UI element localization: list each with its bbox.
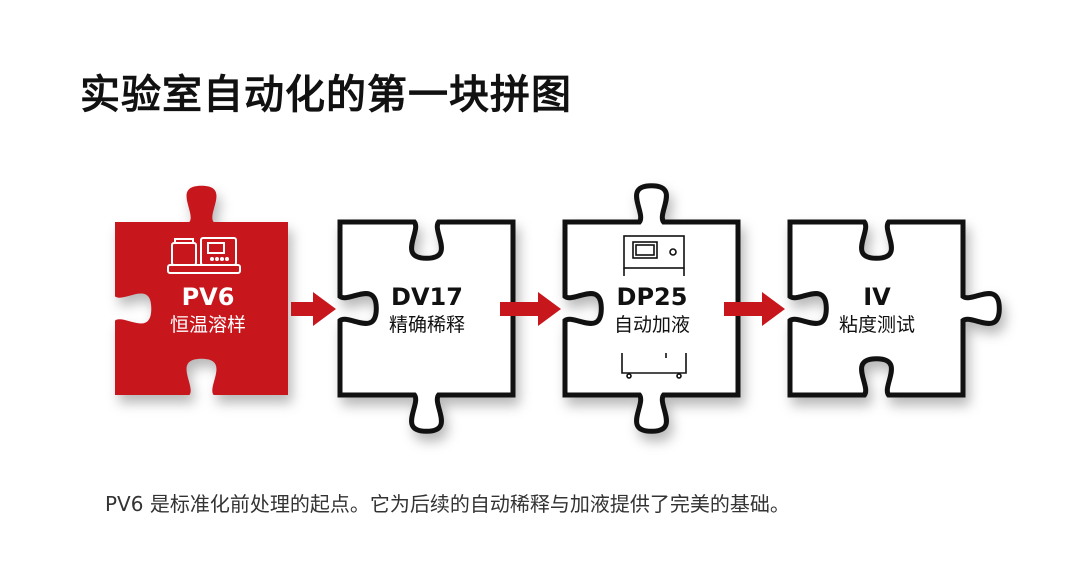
puzzle-piece-dp25 xyxy=(562,183,741,434)
dissolver-instrument-icon xyxy=(167,237,241,274)
puzzle-piece-pv6 xyxy=(115,185,288,395)
puzzle-piece-iv xyxy=(787,219,1002,398)
piece-label-dv17: DV17 精确稀释 xyxy=(337,282,517,338)
piece-code: DP25 xyxy=(616,283,688,311)
piece-code: PV6 xyxy=(181,283,235,311)
piece-code: DV17 xyxy=(391,283,463,311)
piece-label-dp25: DP25 自动加液 xyxy=(562,282,742,338)
piece-name: 精确稀释 xyxy=(388,314,465,336)
puzzle-piece-dv17 xyxy=(337,219,516,434)
dispenser-instrument-icon xyxy=(621,235,687,379)
piece-label-pv6: PV6 恒温溶样 xyxy=(118,282,298,338)
arrow-icon xyxy=(291,292,336,326)
caption-text: PV6 是标准化前处理的起点。它为后续的自动稀释与加液提供了完美的基础。 xyxy=(105,492,790,516)
arrow-icon xyxy=(500,292,561,326)
piece-name: 粘度测试 xyxy=(838,314,915,336)
piece-name: 恒温溶样 xyxy=(169,314,246,336)
piece-name: 自动加液 xyxy=(613,314,690,336)
page-title: 实验室自动化的第一块拼图 xyxy=(80,72,572,118)
arrow-icon xyxy=(724,292,785,326)
piece-code: IV xyxy=(863,283,891,311)
piece-label-iv: IV 粘度测试 xyxy=(787,282,967,338)
